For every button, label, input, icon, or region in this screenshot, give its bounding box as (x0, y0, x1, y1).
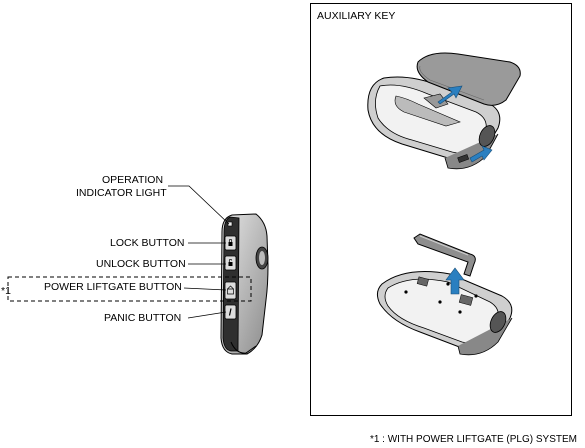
liftgate-icon (227, 285, 234, 295)
plg-dashed-box (7, 276, 252, 302)
power-liftgate-button-label: POWER LIFTGATE BUTTON (44, 281, 182, 293)
footnote: *1 : WITH POWER LIFTGATE (PLG) SYSTEM (369, 434, 577, 445)
aux-key-bottom-illustration (376, 233, 513, 356)
lock-icon (228, 239, 233, 246)
lock-button-label: LOCK BUTTON (110, 237, 185, 249)
operation-indicator-label-line2: INDICATOR LIGHT (76, 187, 167, 199)
indicator-light (227, 221, 233, 227)
auxiliary-key-panel: AUXILIARY KEY (310, 3, 572, 416)
operation-indicator-label-line1: OPERATION (102, 174, 164, 186)
aux-key-top-illustration (367, 52, 521, 170)
smart-key-side-view (220, 213, 269, 355)
unlock-icon (228, 259, 233, 266)
panel-title: AUXILIARY KEY (317, 10, 396, 22)
unlock-button-label: UNLOCK BUTTON (96, 258, 186, 270)
panic-icon (228, 308, 232, 316)
note-marker: *1 (1, 285, 11, 297)
panic-button-label: PANIC BUTTON (104, 312, 182, 324)
leader-lines (168, 185, 230, 319)
